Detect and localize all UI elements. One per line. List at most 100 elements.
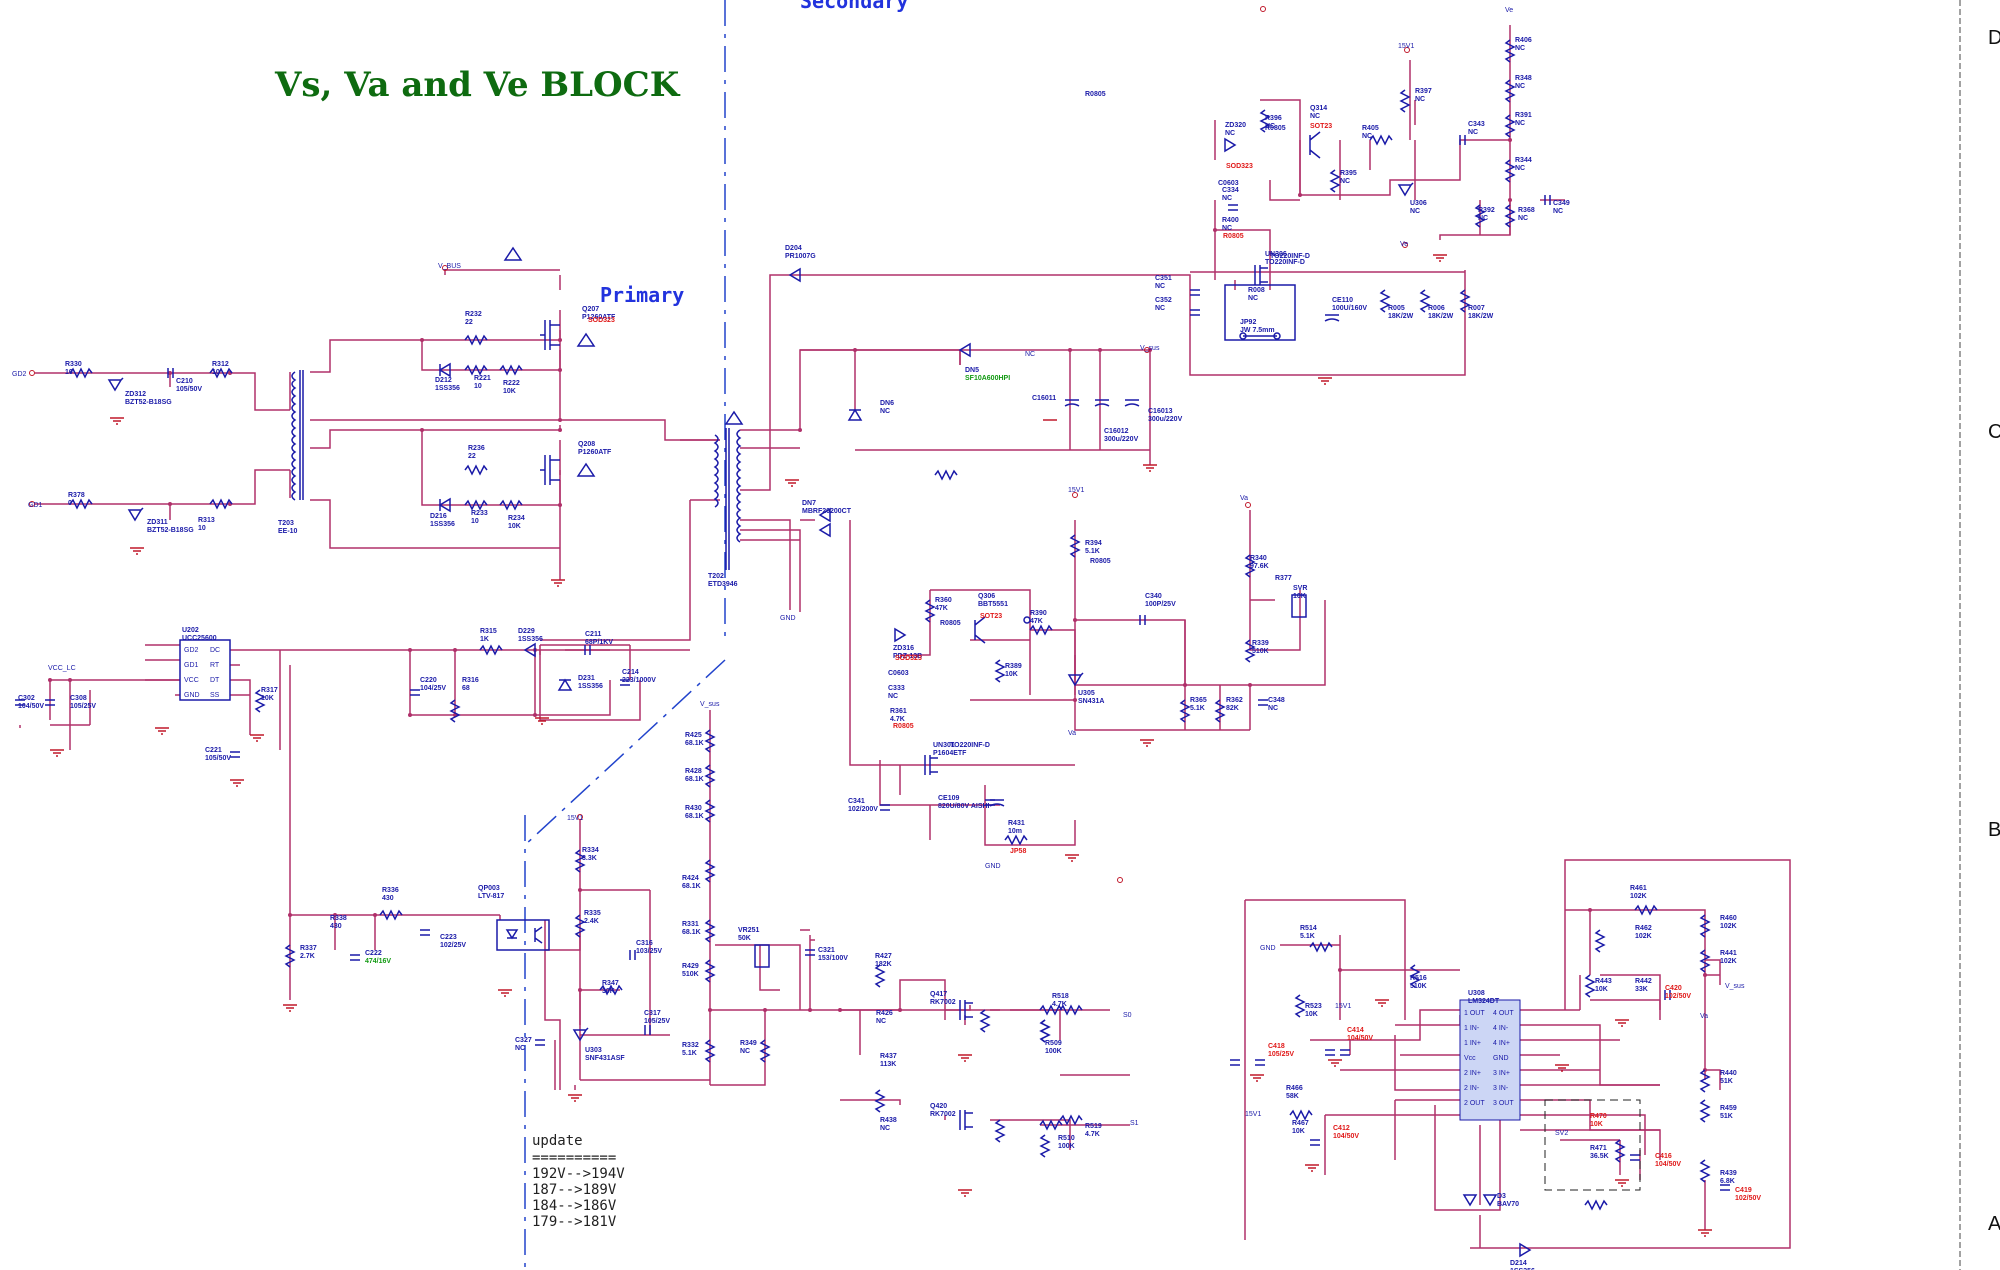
component-value-r348: NC xyxy=(1515,83,1525,90)
component-ref-d3: D3 xyxy=(1497,1193,1506,1200)
component-value-r400: NC xyxy=(1222,225,1232,232)
component-value-c340: 100P/25V xyxy=(1145,601,1176,608)
component-value-r347: 30K xyxy=(602,988,615,995)
component-ref-d216: D216 xyxy=(430,513,447,520)
component-ref-q207: Q207 xyxy=(582,306,599,313)
net-gnd-2: GND xyxy=(985,863,1001,870)
component-value-u308: LM324DT xyxy=(1468,998,1500,1005)
component-ref-c334: C334 xyxy=(1222,187,1239,194)
component-value-r332: 5.1K xyxy=(682,1050,697,1057)
component-ref-r431: R431 xyxy=(1008,820,1025,827)
component-ref-q208: Q208 xyxy=(578,441,595,448)
component-value-c416: 104/50V xyxy=(1655,1161,1681,1168)
component-value-r405: NC xyxy=(1362,133,1372,140)
component-value-r008: NC xyxy=(1248,295,1258,302)
component-value-r340: 97.6K xyxy=(1250,563,1269,570)
component-value-t203: EE-10 xyxy=(278,528,298,535)
component-value-r236: 22 xyxy=(468,453,476,460)
net-v-sus: V_sus xyxy=(1140,345,1160,352)
component-value-r467: 10K xyxy=(1292,1128,1305,1135)
frame-letter-b: B xyxy=(1988,819,2000,841)
component-ref-r426: R426 xyxy=(876,1010,893,1017)
component-ref-r459: R459 xyxy=(1720,1105,1737,1112)
component-ref-r007: R007 xyxy=(1468,305,1485,312)
component-ref-r440: R440 xyxy=(1720,1070,1737,1077)
component-value-qp003: LTV-817 xyxy=(478,893,504,900)
component-value-c210: 105/50V xyxy=(176,386,202,393)
component-value-zd312: BZT52-B18SG xyxy=(125,399,172,406)
component-value-c321: 153/100V xyxy=(818,955,848,962)
component-value-r441: 102K xyxy=(1720,958,1737,965)
component-value-r471: 36.5K xyxy=(1590,1153,1609,1160)
component-ref-t203: T203 xyxy=(278,520,294,527)
primary-label: Primary xyxy=(600,283,684,307)
wires xyxy=(19,25,1791,1249)
component-ref-r400: R400 xyxy=(1222,217,1239,224)
net-s0: S0 xyxy=(1123,1012,1132,1019)
component-value-r461: 102K xyxy=(1630,893,1647,900)
component-ref-r425: R425 xyxy=(685,732,702,739)
component-ref-r334: R334 xyxy=(582,847,599,854)
component-value-r006: 18K/2W xyxy=(1428,313,1454,320)
lm324-pin-label: Vcc xyxy=(1464,1055,1476,1062)
component-value-r429: 510K xyxy=(682,971,699,978)
component-value-r440: 51K xyxy=(1720,1078,1733,1085)
component-value-d214: 1SS356 xyxy=(1510,1268,1535,1270)
component-value-d204: PR1007G xyxy=(785,253,816,260)
net-v-bus: V_BUS xyxy=(438,263,461,270)
component-ref-r317: R317 xyxy=(261,687,278,694)
component-value-c16013: 300u/220V xyxy=(1148,416,1183,423)
component-value-r315: 1K xyxy=(480,636,489,643)
component-ref-c16011: C16011 xyxy=(1032,395,1056,402)
component-ref-c327: C327 xyxy=(515,1037,532,1044)
component-value-r518: 4.7K xyxy=(1052,1001,1067,1008)
component-ref-dn5: DN5 xyxy=(965,367,979,374)
net-ve-a: Ve xyxy=(1505,7,1513,14)
component-ref-c221: C221 xyxy=(205,747,222,754)
note-jp58: JP58 xyxy=(1010,848,1026,855)
component-ref-u308: U308 xyxy=(1468,990,1485,997)
component-value-r339: 510K xyxy=(1252,648,1269,655)
component-ref-c321: C321 xyxy=(818,947,835,954)
component-value-r466: 58K xyxy=(1286,1093,1299,1100)
component-value-dn7: MBRF20200CT xyxy=(802,508,852,515)
component-ref-r471: R471 xyxy=(1590,1145,1607,1152)
component-ref-r377: R377 xyxy=(1275,575,1292,582)
component-value-c419: 102/50V xyxy=(1735,1195,1761,1202)
frame-letter-c: C xyxy=(1988,421,2000,443)
transformer-t203 xyxy=(291,370,304,501)
component-value-r394: 5.1K xyxy=(1085,548,1100,555)
net-15v1-c: 15V1 xyxy=(1398,43,1414,50)
component-value-r390: 47K xyxy=(1030,618,1043,625)
net-15v1-a: 15V1 xyxy=(1068,487,1084,494)
component-ref-r338: R338 xyxy=(330,915,347,922)
component-ref-r348: R348 xyxy=(1515,75,1532,82)
note-sod323-1: SOD323 xyxy=(1226,163,1253,170)
net-labels: V_BUS GD2 GD1 VCC_LC GND GND GND V_sus V… xyxy=(12,7,1745,1137)
component-value-c348: NC xyxy=(1268,705,1278,712)
net-15v1-d: 15V1 xyxy=(1335,1003,1351,1010)
component-value-q314: NC xyxy=(1310,113,1320,120)
lm324-pin-label: GND xyxy=(1493,1055,1509,1062)
component-ref-r514: R514 xyxy=(1300,925,1317,932)
component-ref-r395: R395 xyxy=(1340,170,1357,177)
note-r0805-6: R0805 xyxy=(940,620,961,627)
ucc-pin-dc: DC xyxy=(210,647,220,654)
component-ref-r344: R344 xyxy=(1515,157,1532,164)
net-nc: NC xyxy=(1025,351,1035,358)
component-ref-r523: R523 xyxy=(1305,1003,1322,1010)
component-value-c341: 102/200V xyxy=(848,806,878,813)
component-ref-r437: R437 xyxy=(880,1053,897,1060)
component-ref-c420: C420 xyxy=(1665,985,1682,992)
component-value-c317: 105/25V xyxy=(644,1018,670,1025)
component-value-r233: 10 xyxy=(471,518,479,525)
component-value-r396: NC xyxy=(1265,123,1275,130)
component-ref-qp003: QP003 xyxy=(478,885,500,892)
component-ref-d231: D231 xyxy=(578,675,595,682)
component-value-r442: 33K xyxy=(1635,986,1648,993)
update-line-1: 192V-->194V xyxy=(532,1166,625,1182)
component-ref-zd311: ZD311 xyxy=(147,519,168,526)
lm324-pin-label: 2 IN+ xyxy=(1464,1070,1481,1077)
net-sv2: SV2 xyxy=(1555,1130,1568,1137)
